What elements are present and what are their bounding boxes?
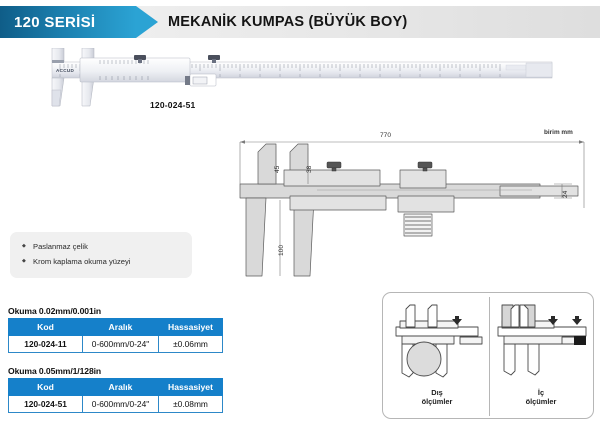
dimension-inner-jaw: 38 <box>306 165 313 173</box>
internal-measurement-illustration <box>497 304 587 376</box>
spec-table-1: Kod Aralık Hassasiyet 120-024-11 0-600mm… <box>8 318 223 353</box>
page-header: 120 SERİSİ MEKANİK KUMPAS (BÜYÜK BOY) <box>0 6 600 38</box>
spec-table-2: Kod Aralık Hassasiyet 120-024-51 0-600mm… <box>8 378 223 413</box>
column-header-code: Kod <box>8 318 83 336</box>
product-photo-caption: 120-024-51 <box>150 100 196 110</box>
product-photo: ACCUD <box>30 47 575 108</box>
inset-caption-line2: ölçümler <box>525 397 557 406</box>
inset-divider <box>489 297 490 416</box>
series-badge-label: 120 SERİSİ <box>14 13 96 31</box>
feature-item: Krom kaplama okuma yüzeyi <box>22 254 192 269</box>
cell-range: 0-600mm/0-24" <box>82 395 159 413</box>
column-header-code: Kod <box>8 378 83 396</box>
dimension-upper-jaw: 45 <box>274 165 281 173</box>
table-row: 120-024-11 0-600mm/0-24" ±0.06mm <box>8 335 223 353</box>
features-list: Paslanmaz çelik Krom kaplama okuma yüzey… <box>10 232 192 269</box>
dimension-beam-height: 24 <box>562 190 569 198</box>
cell-code: 120-024-51 <box>8 395 83 413</box>
inset-caption-external: Dış ölçümler <box>387 388 487 406</box>
column-header-range: Aralık <box>82 318 159 336</box>
inset-caption-line1: İç <box>537 388 545 397</box>
spec-table-title-1: Okuma 0.02mm/0.001in <box>8 306 102 316</box>
technical-drawing: 770 45 38 100 24 birim mm <box>232 126 600 291</box>
column-header-range: Aralık <box>82 378 159 396</box>
inset-caption-internal: İç ölçümler <box>491 388 591 406</box>
feature-item: Paslanmaz çelik <box>22 239 192 254</box>
series-badge-arrow <box>136 6 158 38</box>
page-title: MEKANİK KUMPAS (BÜYÜK BOY) <box>168 14 408 30</box>
measurement-insets-panel: Dış ölçümler İç ölçümle <box>382 292 594 419</box>
drawing-unit-label: birim mm <box>544 129 573 136</box>
inset-caption-line1: Dış <box>431 388 443 397</box>
dimension-length: 770 <box>380 132 392 139</box>
column-header-accuracy: Hassasiyet <box>158 318 223 336</box>
spec-table-title-2: Okuma 0.05mm/1/128in <box>8 366 102 376</box>
table-header-row: Kod Aralık Hassasiyet <box>8 378 223 396</box>
inset-caption-line2: ölçümler <box>421 397 453 406</box>
cell-code: 120-024-11 <box>8 335 83 353</box>
svg-text:ACCUD: ACCUD <box>56 68 74 73</box>
cell-range: 0-600mm/0-24" <box>82 335 159 353</box>
column-header-accuracy: Hassasiyet <box>158 378 223 396</box>
dimension-lower-jaw: 100 <box>278 244 285 256</box>
series-badge: 120 SERİSİ <box>0 6 136 38</box>
features-box: Paslanmaz çelik Krom kaplama okuma yüzey… <box>10 232 192 278</box>
table-row: 120-024-51 0-600mm/0-24" ±0.08mm <box>8 395 223 413</box>
cell-accuracy: ±0.08mm <box>158 395 223 413</box>
table-header-row: Kod Aralık Hassasiyet <box>8 318 223 336</box>
external-measurement-illustration <box>395 304 483 378</box>
cell-accuracy: ±0.06mm <box>158 335 223 353</box>
